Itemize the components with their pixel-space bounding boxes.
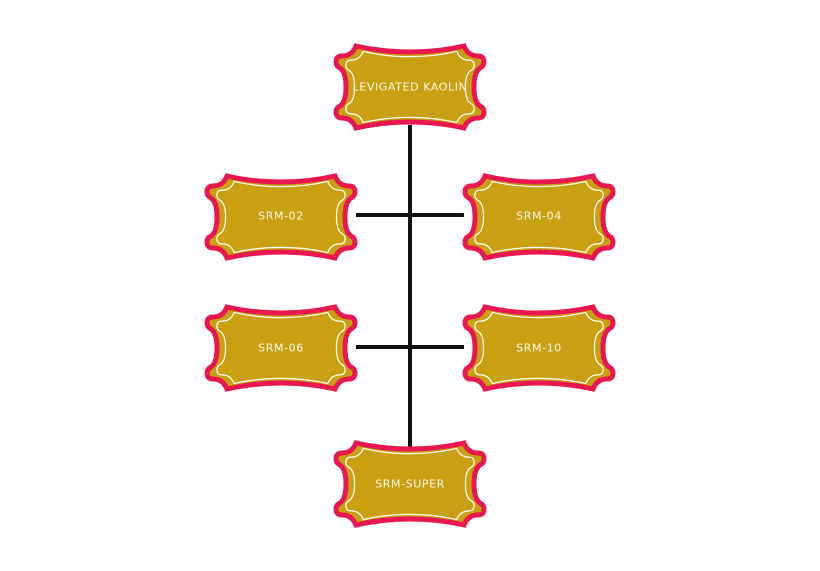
node-label-srm-06: SRM-06 bbox=[258, 341, 304, 355]
node-label-srm-02: SRM-02 bbox=[258, 209, 304, 223]
node-label-srm-04: SRM-04 bbox=[516, 209, 562, 223]
node-label-srm-super: SRM-SUPER bbox=[375, 477, 445, 491]
node-label-srm-10: SRM-10 bbox=[516, 341, 562, 355]
connector-lines bbox=[356, 125, 464, 448]
node-label-root: LEVIGATED KAOLIN bbox=[352, 80, 468, 94]
